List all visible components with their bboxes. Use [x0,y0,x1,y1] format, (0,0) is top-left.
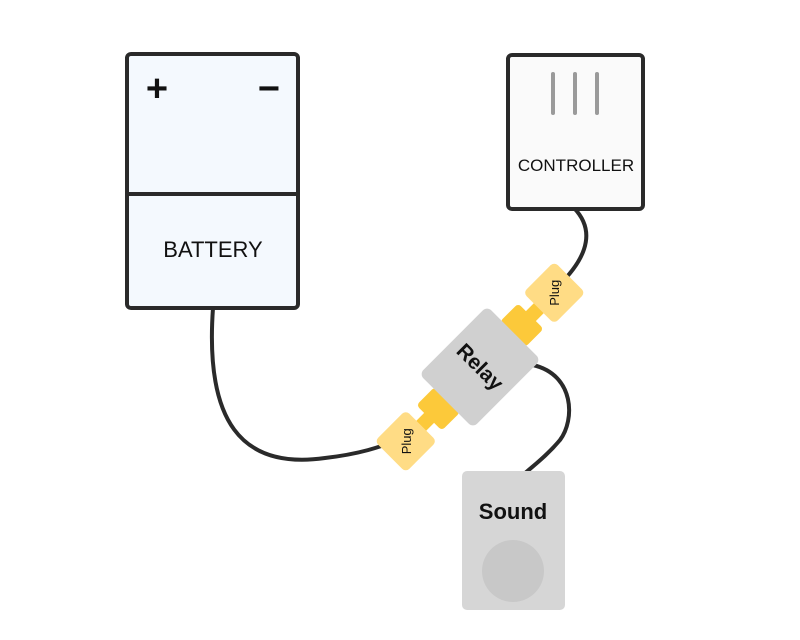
plug-right: Plug [525,263,584,322]
controller-body [506,53,645,211]
controller: CONTROLLER [506,53,645,211]
plug-right-body [525,263,584,322]
wire-relay-to-sound [520,363,572,478]
battery-minus-symbol: − [258,68,280,110]
plug-left-label: Plug [399,428,414,454]
battery: + − BATTERY [125,52,300,310]
battery-label: BATTERY [163,237,263,262]
controller-label: CONTROLLER [518,156,634,175]
relay-left-connector [418,388,459,429]
speaker-icon [482,540,544,602]
plug-left-body [376,412,435,471]
relay-body [421,308,539,426]
sound-label: Sound [479,499,547,524]
battery-plus-symbol: + [146,68,168,110]
relay-right-connector [501,305,542,346]
sound: Sound [462,471,565,610]
battery-body [125,52,300,310]
wire-battery-to-plug [209,306,400,462]
plug-left: Plug [376,412,435,471]
plug-right-label: Plug [547,280,562,306]
